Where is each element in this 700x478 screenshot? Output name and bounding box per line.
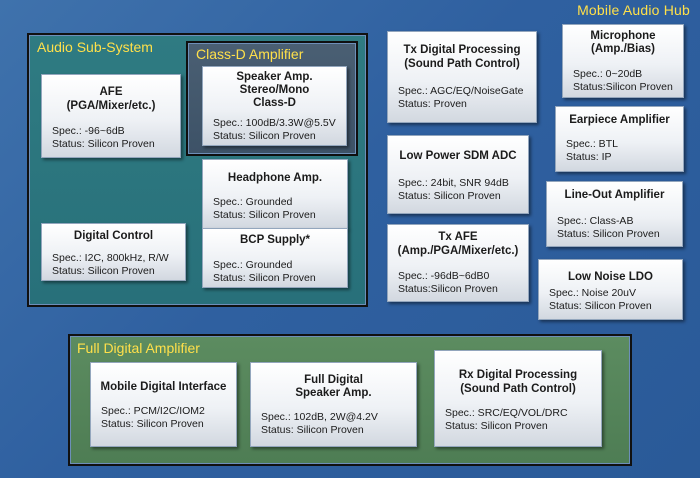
tx-afe-status: Status:Silicon Proven <box>398 283 498 295</box>
mobile-digital-interface-block: Mobile Digital Interface Spec.: PCM/I2C/… <box>90 362 237 447</box>
tx-digital-spec: Spec.: AGC/EQ/NoiseGate <box>398 85 524 97</box>
microphone-block: Microphone (Amp./Bias) Spec.: 0~20dB Sta… <box>562 24 684 98</box>
speaker-amp-title-line-3: Class-D <box>253 97 296 109</box>
afe-status: Status: Silicon Proven <box>52 138 155 150</box>
line-out-title: Line-Out Amplifier <box>564 189 665 201</box>
mdi-status: Status: Silicon Proven <box>101 418 204 430</box>
microphone-title-line-1: Microphone <box>590 30 656 42</box>
digital-control-status: Status: Silicon Proven <box>52 265 155 277</box>
sdm-adc-spec: Spec.: 24bit, SNR 94dB <box>398 177 509 189</box>
rx-digital-title-line-2: (Sound Path Control) <box>460 383 576 395</box>
speaker-amp-title-line-1: Speaker Amp. <box>236 71 313 83</box>
fd-speaker-spec: Spec.: 102dB, 2W@4.2V <box>261 411 378 423</box>
bcp-supply-title: BCP Supply* <box>239 234 311 246</box>
sdm-adc-title: Low Power SDM ADC <box>399 150 517 162</box>
bcp-supply-status: Status: Silicon Proven <box>213 272 316 284</box>
mdi-spec: Spec.: PCM/I2C/IOM2 <box>101 405 205 417</box>
rx-digital-title-line-1: Rx Digital Processing <box>458 369 578 381</box>
ldo-spec: Spec.: Noise 20uV <box>549 287 636 299</box>
speaker-amp-class-d-block: Speaker Amp. Stereo/Mono Class-D Spec.: … <box>202 66 347 146</box>
audio-subsystem-title: Audio Sub-System <box>37 39 153 55</box>
afe-block: AFE (PGA/Mixer/etc.) Spec.: -96~6dB Stat… <box>41 74 181 158</box>
tx-afe-title-line-2: (Amp./PGA/Mixer/etc.) <box>397 245 519 257</box>
speaker-amp-status: Status: Silicon Proven <box>213 130 316 142</box>
tx-digital-processing-block: Tx Digital Processing (Sound Path Contro… <box>387 31 537 123</box>
ldo-status: Status: Silicon Proven <box>549 300 652 312</box>
rx-digital-spec: Spec.: SRC/EQ/VOL/DRC <box>445 407 568 419</box>
tx-afe-title-line-1: Tx AFE <box>438 231 478 243</box>
full-digital-speaker-amp-block: Full Digital Speaker Amp. Spec.: 102dB, … <box>250 362 417 447</box>
ldo-title: Low Noise LDO <box>568 271 653 283</box>
class-d-amplifier-title: Class-D Amplifier <box>196 46 304 62</box>
tx-afe-spec: Spec.: -96dB~6dB0 <box>398 270 490 282</box>
line-out-status: Status: Silicon Proven <box>557 228 660 240</box>
low-power-sdm-adc-block: Low Power SDM ADC Spec.: 24bit, SNR 94dB… <box>387 135 529 214</box>
sdm-adc-status: Status: Silicon Proven <box>398 190 501 202</box>
earpiece-title: Earpiece Amplifier <box>569 114 670 126</box>
microphone-spec: Spec.: 0~20dB <box>573 68 643 80</box>
afe-title-line-1: AFE <box>99 86 123 98</box>
headphone-amp-status: Status: Silicon Proven <box>213 209 316 221</box>
tx-digital-title-line-1: Tx Digital Processing <box>403 44 521 56</box>
earpiece-status: Status: IP <box>566 151 612 163</box>
line-out-spec: Spec.: Class-AB <box>557 215 634 227</box>
speaker-amp-spec: Spec.: 100dB/3.3W@5.5V <box>213 117 336 129</box>
fd-speaker-status: Status: Silicon Proven <box>261 424 364 436</box>
bcp-supply-block: BCP Supply* Spec.: Grounded Status: Sili… <box>202 228 348 288</box>
headphone-amp-block: Headphone Amp. Spec.: Grounded Status: S… <box>202 159 348 229</box>
fd-speaker-title-line-2: Speaker Amp. <box>295 387 372 399</box>
rx-digital-status: Status: Silicon Proven <box>445 420 548 432</box>
rx-digital-processing-block: Rx Digital Processing (Sound Path Contro… <box>434 350 602 447</box>
line-out-amplifier-block: Line-Out Amplifier Spec.: Class-AB Statu… <box>546 181 683 247</box>
headphone-amp-title: Headphone Amp. <box>227 172 323 184</box>
tx-digital-status: Status: Proven <box>398 98 467 110</box>
hub-title: Mobile Audio Hub <box>577 2 690 18</box>
tx-digital-title-line-2: (Sound Path Control) <box>404 58 520 70</box>
afe-spec: Spec.: -96~6dB <box>52 125 125 137</box>
low-noise-ldo-block: Low Noise LDO Spec.: Noise 20uV Status: … <box>538 259 683 320</box>
fd-speaker-title-line-1: Full Digital <box>304 374 363 386</box>
earpiece-amplifier-block: Earpiece Amplifier Spec.: BTL Status: IP <box>555 106 684 172</box>
earpiece-spec: Spec.: BTL <box>566 138 618 150</box>
afe-title-line-2: (PGA/Mixer/etc.) <box>66 100 156 112</box>
bcp-supply-spec: Spec.: Grounded <box>213 259 293 271</box>
full-digital-amplifier-title: Full Digital Amplifier <box>77 340 200 356</box>
digital-control-title: Digital Control <box>73 230 154 242</box>
digital-control-block: Digital Control Spec.: I2C, 800kHz, R/W … <box>41 223 186 281</box>
microphone-status: Status:Silicon Proven <box>573 81 673 93</box>
headphone-amp-spec: Spec.: Grounded <box>213 196 293 208</box>
mdi-title: Mobile Digital Interface <box>100 381 227 393</box>
microphone-title-line-2: (Amp./Bias) <box>591 43 655 55</box>
speaker-amp-title-line-2: Stereo/Mono <box>239 84 310 96</box>
digital-control-spec: Spec.: I2C, 800kHz, R/W <box>52 252 169 264</box>
tx-afe-block: Tx AFE (Amp./PGA/Mixer/etc.) Spec.: -96d… <box>387 224 529 302</box>
